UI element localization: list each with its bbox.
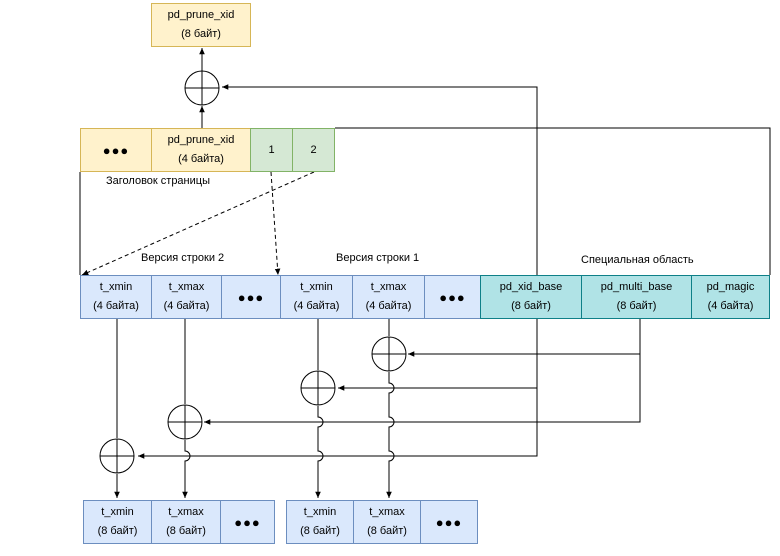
field-name: t_xmax — [168, 506, 204, 518]
field-size: (8 байт) — [166, 525, 206, 537]
arrow-slot1-to-v1 — [270, 171, 281, 276]
field-size: (4 байта) — [163, 300, 210, 312]
result-a-xmax-box: t_xmax (8 байт) — [151, 500, 221, 544]
arrow-v2xmax-result — [182, 440, 191, 498]
ellipsis-dots: ●●● — [435, 514, 463, 530]
result-b-xmin-box: t_xmin (8 байт) — [286, 500, 354, 544]
arrow-xidbase-to-v2xmin-xor — [138, 318, 538, 459]
arrow-slot2-to-v2 — [81, 171, 315, 276]
field-size: (8 байт) — [367, 525, 407, 537]
v2-xmin-box: t_xmin (4 байта) — [80, 275, 152, 319]
field-size: (4 байта) — [93, 300, 139, 312]
header-prune-name: pd_prune_xid — [167, 134, 235, 146]
header-dots: ●●● — [80, 128, 152, 172]
arrow-xidbase-to-top-xor — [222, 84, 538, 318]
v2-xmax-box: t_xmax (4 байта) — [151, 275, 222, 319]
arrow-v1xmin-result — [315, 406, 324, 498]
xor-icon-v1xmin — [300, 370, 336, 406]
field-size: (4 байта) — [293, 300, 340, 312]
special-area-label: Специальная область — [581, 254, 694, 266]
magic-box: pd_magic (4 байта) — [691, 275, 770, 319]
field-name: pd_multi_base — [600, 281, 673, 293]
arrow-v1xmax-result — [386, 372, 395, 498]
xor-icon-v2xmin — [99, 438, 135, 474]
header-prune-size: (4 байта) — [178, 153, 224, 165]
v1-xmin-box: t_xmin (4 байта) — [280, 275, 353, 319]
prune-xid-64-box: pd_prune_xid (8 байт) — [151, 3, 251, 47]
field-size: (8 байт) — [97, 525, 138, 537]
line-pointer-1-label: 1 — [268, 143, 275, 156]
xor-icon-v2xmax — [167, 404, 203, 440]
result-b-dots: ●●● — [420, 500, 478, 544]
prune-xid-64-name: pd_prune_xid — [167, 9, 235, 21]
field-name: t_xmax — [370, 281, 407, 293]
xor-icon-prune — [184, 70, 220, 106]
line-pointer-2: 2 — [292, 128, 335, 172]
field-name: pd_xid_base — [499, 281, 563, 293]
field-name: pd_magic — [706, 281, 755, 293]
xor-icon-v1xmax — [371, 336, 407, 372]
v2-dots: ●●● — [221, 275, 281, 319]
ellipsis-dots: ●●● — [439, 289, 466, 305]
field-name: t_xmin — [303, 506, 337, 518]
result-a-dots: ●●● — [220, 500, 275, 544]
header-prune-xid: pd_prune_xid (4 байта) — [151, 128, 251, 172]
header-caption: Заголовок страницы — [106, 175, 210, 187]
field-size: (4 байта) — [707, 300, 754, 312]
ellipsis-dots: ●●● — [102, 142, 130, 158]
field-name: t_xmin — [101, 506, 134, 518]
ellipsis-dots: ●●● — [234, 514, 261, 530]
line-pointer-2-label: 2 — [310, 143, 317, 156]
field-size: (4 байта) — [365, 300, 412, 312]
xid-base-box: pd_xid_base (8 байт) — [480, 275, 582, 319]
result-a-xmin-box: t_xmin (8 байт) — [83, 500, 152, 544]
v1-dots: ●●● — [424, 275, 481, 319]
field-size: (8 байт) — [616, 300, 657, 312]
line-pointer-1: 1 — [250, 128, 293, 172]
arrow-multibase-to-v2xmax-xor — [204, 318, 641, 425]
v1-xmax-box: t_xmax (4 байта) — [352, 275, 425, 319]
version2-label: Версия строки 2 — [141, 252, 225, 264]
prune-xid-64-size: (8 байт) — [181, 28, 221, 40]
field-size: (8 байт) — [511, 300, 551, 312]
version1-label: Версия строки 1 — [336, 252, 420, 264]
ellipsis-dots: ●●● — [237, 289, 265, 305]
field-name: t_xmin — [300, 281, 333, 293]
multi-base-box: pd_multi_base (8 байт) — [581, 275, 692, 319]
field-name: t_xmax — [168, 281, 205, 293]
field-size: (8 байт) — [300, 525, 340, 537]
header-right-line — [335, 127, 771, 275]
field-name: t_xmin — [99, 281, 133, 293]
field-name: t_xmax — [369, 506, 405, 518]
result-b-xmax-box: t_xmax (8 байт) — [353, 500, 421, 544]
